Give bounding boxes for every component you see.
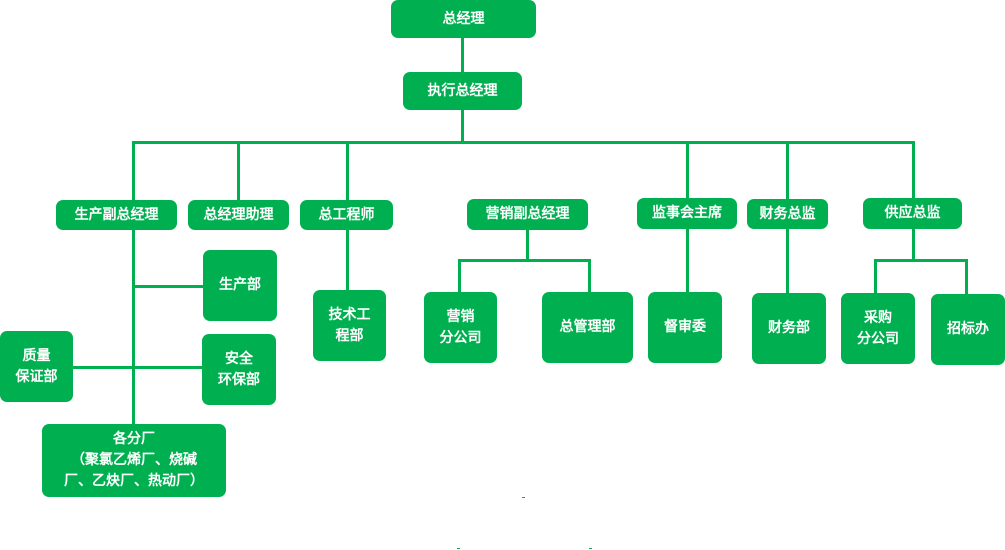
node-label: 营销副总经理: [485, 206, 570, 222]
node-label: 总工程师: [318, 206, 375, 223]
node-label: 分公司: [857, 330, 899, 347]
node-tech-engineering-dept[interactable]: 技术工程部: [313, 290, 386, 361]
node-label: 生产副总经理: [74, 206, 159, 223]
node-label: 安全: [225, 350, 253, 367]
stray-mark: [589, 548, 592, 549]
node-label: 总管理部: [559, 319, 616, 335]
node-label: 采购: [864, 309, 892, 326]
stray-mark: [457, 548, 460, 549]
connector: [237, 141, 240, 200]
stray-mark: [522, 497, 525, 498]
node-sales-branch[interactable]: 营销分公司: [424, 292, 497, 363]
node-label: 财务总监: [759, 205, 816, 222]
node-label: 总经理: [442, 10, 485, 27]
connector: [461, 110, 464, 143]
node-chief-engineer[interactable]: 总工程师: [300, 200, 393, 230]
node-label: 供应总监: [884, 205, 941, 221]
node-label: 保证部: [15, 368, 58, 385]
node-label: 分公司: [439, 329, 482, 346]
connector: [458, 259, 461, 292]
node-audit-committee[interactable]: 督审委: [648, 292, 722, 363]
node-label: 环保部: [218, 371, 260, 388]
node-purchase-branch[interactable]: 采购分公司: [841, 293, 915, 364]
node-label: 执行总经理: [427, 82, 498, 99]
node-label: 总经理助理: [203, 206, 274, 223]
connector: [874, 259, 877, 293]
node-label: 督审委: [664, 319, 706, 335]
connector: [72, 366, 203, 369]
node-production-vp[interactable]: 生产副总经理: [56, 200, 177, 230]
node-production-dept[interactable]: 生产部: [203, 250, 277, 321]
node-quality-dept[interactable]: 质量保证部: [0, 331, 73, 402]
node-label: 程部: [335, 327, 364, 344]
node-general-manager[interactable]: 总经理: [391, 0, 536, 38]
node-bidding-office[interactable]: 招标办: [931, 294, 1005, 365]
node-finance-dept[interactable]: 财务部: [752, 293, 826, 364]
node-label: 财务部: [768, 320, 810, 336]
node-sales-vp[interactable]: 营销副总经理: [467, 199, 588, 230]
connector: [965, 259, 968, 294]
node-branch-plants[interactable]: 各分厂 （聚氯乙烯厂、烧碱厂、乙炔厂、热动厂）: [42, 424, 226, 497]
connector: [874, 259, 968, 262]
node-label: 生产部: [219, 277, 261, 293]
node-cfo[interactable]: 财务总监: [747, 199, 828, 229]
node-executive-gm[interactable]: 执行总经理: [403, 72, 522, 110]
connector: [461, 38, 464, 72]
node-label: 招标办: [947, 321, 989, 337]
node-supervisory-chair[interactable]: 监事会主席: [637, 198, 737, 229]
node-safety-env-dept[interactable]: 安全环保部: [202, 334, 276, 405]
node-label: 质量: [22, 347, 51, 364]
node-label: 技术工: [328, 306, 371, 323]
connector: [132, 285, 204, 288]
node-general-management[interactable]: 总管理部: [542, 292, 633, 363]
connector: [588, 259, 591, 292]
node-label: 厂、乙炔厂、热动厂）: [64, 473, 204, 489]
node-supply-director[interactable]: 供应总监: [863, 198, 962, 229]
node-gm-assistant[interactable]: 总经理助理: [188, 200, 289, 230]
node-label: （聚氯乙烯厂、烧碱: [71, 452, 197, 468]
node-label: 营销: [446, 308, 475, 325]
connector: [132, 141, 135, 425]
node-label: 各分厂: [113, 431, 155, 447]
node-label: 监事会主席: [652, 205, 722, 221]
connector: [526, 229, 529, 261]
connector: [132, 141, 915, 144]
connector: [458, 259, 591, 262]
